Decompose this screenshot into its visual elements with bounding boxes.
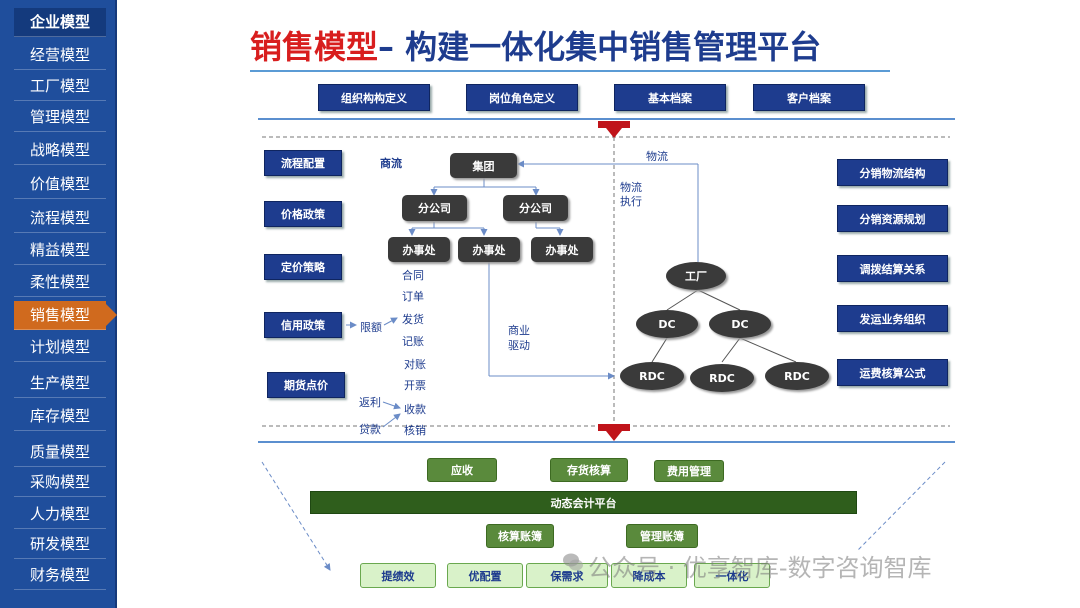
- nav-item-finance-model[interactable]: 财务模型: [14, 561, 106, 590]
- nav-item-business-model[interactable]: 经营模型: [14, 41, 106, 70]
- logistics-label: 物流: [646, 150, 668, 163]
- rdc-node-1: RDC: [620, 362, 684, 390]
- watermark-text: 公众号 · 优享智库-数字咨询智库: [588, 554, 932, 582]
- sidebar-nav: 企业模型 经营模型 工厂模型 管理模型 战略模型 价值模型 流程模型 精益模型 …: [0, 0, 117, 608]
- dc-node-1: DC: [636, 310, 698, 338]
- pricing-strategy-box: 定价策略: [264, 254, 342, 280]
- mgmt-book-box: 管理账簿: [626, 524, 698, 548]
- role-definition-box: 岗位角色定义: [466, 84, 578, 111]
- title-part-2: – 构建一体化集中销售管理平台: [378, 28, 822, 66]
- accounting-book-box: 核算账簿: [486, 524, 554, 548]
- nav-item-rnd-model[interactable]: 研发模型: [14, 530, 106, 559]
- goal-integration-box: 一体化: [694, 563, 770, 588]
- logistics-exec-label-2: 执行: [620, 195, 642, 208]
- credit-policy-box: 信用政策: [264, 312, 342, 338]
- distribution-logistics-box: 分销物流结构: [837, 159, 948, 186]
- nav-item-purchasing-model[interactable]: 采购模型: [14, 468, 106, 497]
- biz-drive-label-2: 驱动: [508, 339, 530, 352]
- step-invoice: 开票: [404, 379, 426, 392]
- nav-item-flexible-model[interactable]: 柔性模型: [14, 268, 106, 297]
- nav-item-production-model[interactable]: 生产模型: [14, 369, 106, 398]
- step-writeoff: 核销: [404, 424, 426, 437]
- factory-node: 工厂: [666, 262, 726, 290]
- limit-label: 限额: [360, 321, 382, 334]
- rdc-node-2: RDC: [690, 364, 754, 392]
- branch-node-1: 分公司: [402, 195, 467, 221]
- basic-archive-box: 基本档案: [614, 84, 726, 111]
- office-node-3: 办事处: [531, 237, 593, 262]
- nav-item-process-model[interactable]: 流程模型: [14, 204, 106, 233]
- distribution-resource-box: 分销资源规划: [837, 205, 948, 232]
- nav-item-planning-model[interactable]: 计划模型: [14, 333, 106, 362]
- goal-cost-box: 降成本: [611, 563, 687, 588]
- page-title: 销售模型– 构建一体化集中销售管理平台: [250, 22, 821, 68]
- branch-node-2: 分公司: [503, 195, 568, 221]
- inventory-accounting-box: 存货核算: [550, 458, 628, 482]
- step-order: 订单: [402, 290, 424, 303]
- org-structure-definition-box: 组织构构定义: [318, 84, 430, 111]
- step-contract: 合同: [402, 269, 424, 282]
- transfer-settlement-box: 调拨结算关系: [837, 255, 948, 282]
- nav-item-enterprise-model[interactable]: 企业模型: [14, 8, 106, 37]
- shipping-org-box: 发运业务组织: [837, 305, 948, 332]
- title-part-1: 销售模型: [250, 28, 379, 66]
- group-node: 集团: [450, 153, 517, 178]
- goal-allocation-box: 优配置: [447, 563, 523, 588]
- nav-item-inventory-model[interactable]: 库存模型: [14, 402, 106, 431]
- nav-item-strategy-model[interactable]: 战略模型: [14, 136, 106, 165]
- nav-item-lean-model[interactable]: 精益模型: [14, 236, 106, 265]
- step-reconcile: 对账: [404, 358, 426, 371]
- nav-item-value-model[interactable]: 价值模型: [14, 170, 106, 199]
- nav-item-sales-model[interactable]: 销售模型: [14, 301, 106, 330]
- futures-pricing-box: 期货点价: [267, 372, 345, 398]
- wechat-icon: [563, 553, 583, 571]
- freight-formula-box: 运费核算公式: [837, 359, 948, 386]
- active-arrow-icon: [106, 304, 117, 326]
- customer-archive-box: 客户档案: [753, 84, 865, 111]
- loan-label: 贷款: [359, 423, 381, 436]
- step-shipping: 发货: [402, 313, 424, 326]
- process-config-box: 流程配置: [264, 150, 342, 176]
- nav-item-management-model[interactable]: 管理模型: [14, 103, 106, 132]
- logistics-exec-label-1: 物流: [620, 181, 642, 194]
- nav-item-hr-model[interactable]: 人力模型: [14, 500, 106, 529]
- step-collection: 收款: [404, 403, 426, 416]
- title-underline: [250, 70, 890, 72]
- receivable-box: 应收: [427, 458, 497, 482]
- rebate-label: 返利: [359, 396, 381, 409]
- commerce-flow-label: 商流: [380, 157, 402, 170]
- goal-performance-box: 提绩效: [360, 563, 436, 588]
- step-bookkeeping: 记账: [402, 335, 424, 348]
- rdc-node-3: RDC: [765, 362, 829, 390]
- price-policy-box: 价格政策: [264, 201, 342, 227]
- office-node-1: 办事处: [388, 237, 450, 262]
- dynamic-accounting-platform: 动态会计平台: [310, 491, 857, 514]
- dc-node-2: DC: [709, 310, 771, 338]
- office-node-2: 办事处: [458, 237, 520, 262]
- biz-drive-label-1: 商业: [508, 324, 530, 337]
- nav-item-factory-model[interactable]: 工厂模型: [14, 72, 106, 101]
- expense-mgmt-box: 费用管理: [654, 460, 724, 482]
- nav-item-quality-model[interactable]: 质量模型: [14, 438, 106, 467]
